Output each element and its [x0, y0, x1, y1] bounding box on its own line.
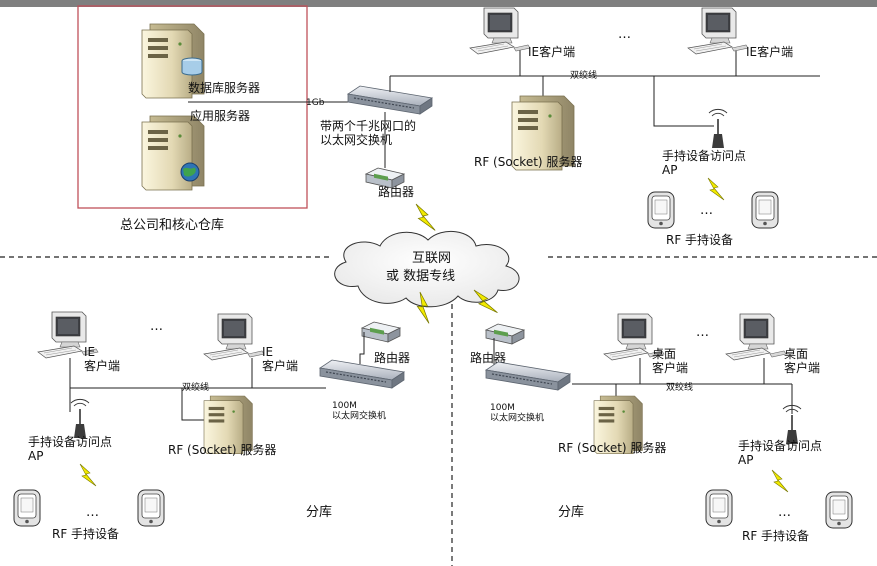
hq-link-speed-label: 1Gb [306, 98, 325, 108]
hq-twisted-pair-label: 双绞线 [570, 69, 597, 81]
right-desktop-client-2-icon [725, 313, 787, 361]
hq-db-server-label: 数据库服务器 [188, 80, 260, 95]
top-bar [0, 0, 877, 7]
hq-handhelds-label: RF 手持设备 [666, 232, 733, 247]
right-ap-lightning-icon [771, 469, 789, 493]
hq-ie-client-1-label: IE客户端 [528, 44, 575, 59]
right-branch-caption: 分库 [558, 504, 584, 520]
hq-ie-client-1-icon [469, 7, 531, 55]
right-desktop-client-1-label: 桌面客户端 [652, 347, 688, 375]
left-twisted-pair-label: 双绞线 [182, 381, 209, 393]
database-server-icon [141, 23, 205, 99]
hq-caption: 总公司和核心仓库 [120, 217, 224, 233]
left-handheld-ellipsis: … [86, 505, 99, 520]
right-handheld-ellipsis: … [778, 505, 791, 520]
right-handhelds-label: RF 手持设备 [742, 528, 809, 543]
hq-handheld-ellipsis: … [700, 203, 713, 218]
hq-rf-server-label: RF (Socket) 服务器 [474, 154, 582, 169]
hq-clients-ellipsis: … [618, 27, 631, 42]
left-ie-client-2-icon [203, 313, 265, 361]
hq-handheld-2-icon [751, 191, 779, 229]
application-server-icon [141, 115, 205, 191]
right-router-icon [485, 323, 525, 345]
left-branch-caption: 分库 [306, 504, 332, 520]
hq-ie-client-2-label: IE客户端 [746, 44, 793, 59]
hq-router-label: 路由器 [378, 184, 414, 199]
left-rf-server-label: RF (Socket) 服务器 [168, 442, 276, 457]
left-router-label: 路由器 [374, 350, 410, 365]
right-clients-ellipsis: … [696, 325, 709, 340]
right-handheld-1-icon [705, 489, 733, 527]
right-100m-switch-icon [485, 361, 571, 391]
right-twisted-pair-label: 双绞线 [666, 381, 693, 393]
left-handheld-1-icon [13, 489, 41, 527]
left-handheld-2-icon [137, 489, 165, 527]
left-access-point-icon [70, 398, 90, 439]
hq-access-point-icon [708, 108, 728, 149]
hq-app-server-label: 应用服务器 [190, 108, 250, 123]
left-router-icon [361, 321, 401, 343]
hq-switch-label: 带两个千兆网口的以太网交换机 [320, 118, 416, 147]
hq-ap-lightning-icon [707, 177, 725, 201]
hq-handheld-1-icon [647, 191, 675, 229]
left-clients-ellipsis: … [150, 319, 163, 334]
internet-cloud-icon [334, 230, 520, 308]
right-desktop-client-2-label: 桌面客户端 [784, 347, 820, 375]
right-handheld-2-icon [825, 491, 853, 529]
hq-frame [77, 5, 308, 209]
right-rf-server-label: RF (Socket) 服务器 [558, 440, 666, 455]
left-handhelds-label: RF 手持设备 [52, 526, 119, 541]
left-ap-lightning-icon [79, 463, 97, 487]
hq-lightning-icon [415, 203, 436, 231]
cloud-line2: 或 数据专线 [386, 269, 455, 284]
cloud-line1: 互联网 [412, 251, 451, 266]
hq-ie-client-2-icon [687, 7, 749, 55]
right-router-label: 路由器 [470, 350, 506, 365]
